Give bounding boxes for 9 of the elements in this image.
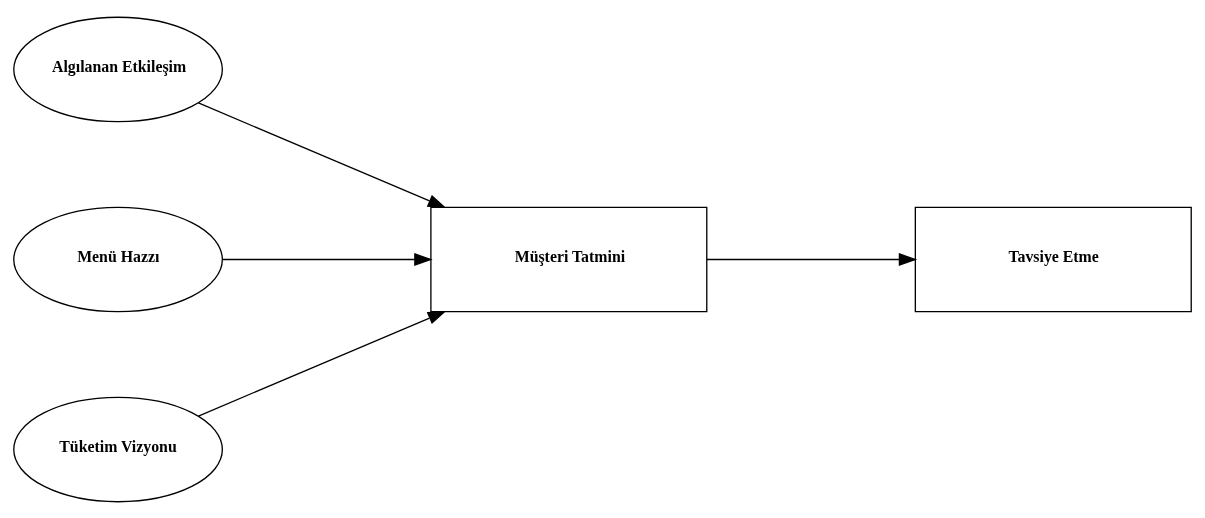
arrow [197, 101, 447, 208]
node-ellipse: Menü Hazzı [13, 206, 223, 312]
node-box: Tavsiye Etme [914, 206, 1192, 312]
node-box: Müşteri Tatmini [430, 206, 708, 312]
arrow [706, 252, 918, 266]
arrow [222, 252, 433, 266]
arrow [197, 310, 447, 417]
node-ellipse: Tüketim Vizyonu [13, 396, 223, 502]
node-ellipse: Algılanan Etkileşim [13, 16, 223, 122]
